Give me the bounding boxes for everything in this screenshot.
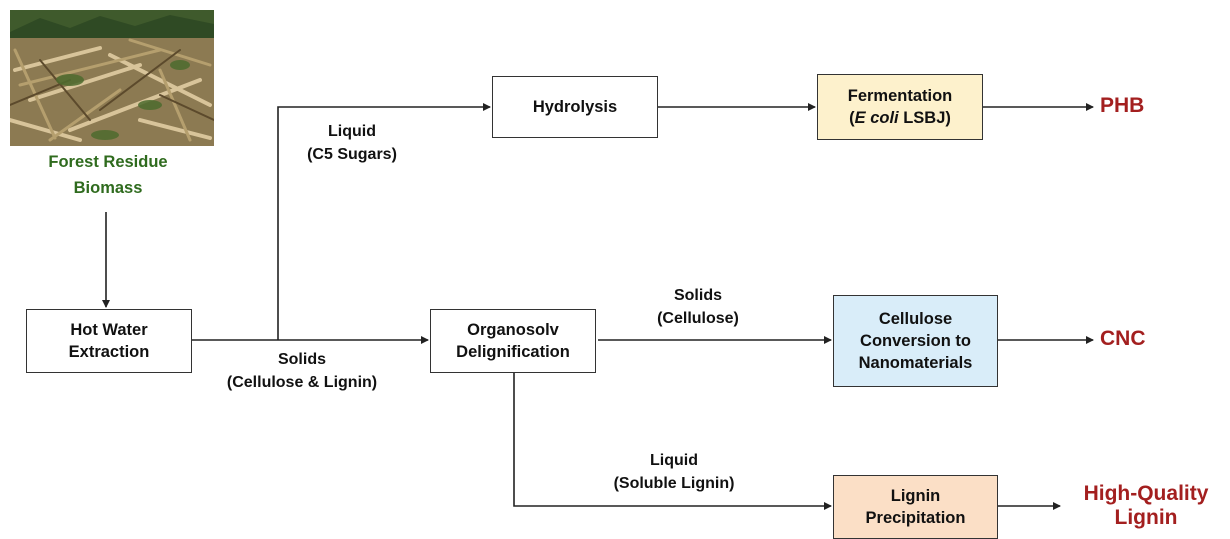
feedstock-line-2: Biomass: [73, 178, 143, 197]
feedstock-line-1: Forest Residue: [48, 153, 168, 171]
strain-name: LSBJ): [898, 109, 951, 127]
label-line: Liquid: [328, 123, 376, 140]
box-line: Extraction: [68, 343, 150, 361]
product-line: High-Quality: [1083, 482, 1209, 505]
organism-name: E coli: [854, 109, 899, 127]
arrow-extraction-to-hydrolysis: [277, 103, 491, 340]
box-line: Delignification: [456, 343, 570, 361]
cellulose-conversion-box: Cellulose Conversion to Nanomaterials: [833, 295, 998, 387]
box-line: (E coli LSBJ): [849, 107, 951, 129]
box-line: Conversion to: [860, 331, 971, 350]
liquid-soluble-lignin-label: Liquid (Soluble Lignin): [586, 449, 762, 495]
box-line: Fermentation: [847, 86, 953, 105]
label-line: Solids: [673, 287, 722, 304]
arrow-organosolv-to-lignin: [513, 373, 832, 510]
solids-cellulose-label: Solids (Cellulose): [628, 284, 768, 330]
paren-open: (: [849, 109, 855, 127]
lignin-precipitation-box: Lignin Precipitation: [833, 475, 998, 539]
box-line: Nanomaterials: [858, 354, 973, 373]
label-line: (Cellulose & Lignin): [226, 374, 378, 392]
fermentation-box: Fermentation (E coli LSBJ): [817, 74, 983, 140]
hydrolysis-box: Hydrolysis: [492, 76, 658, 138]
box-line: Lignin: [890, 486, 941, 505]
label-line: (Soluble Lignin): [613, 475, 735, 493]
organosolv-delignification-box: Organosolv Delignification: [430, 309, 596, 373]
box-line: Organosolv: [467, 320, 559, 339]
product-high-quality-lignin: High-Quality Lignin: [1066, 482, 1226, 530]
product-cnc: CNC: [1100, 327, 1146, 350]
feedstock-label: Forest Residue Biomass: [18, 150, 198, 201]
label-line: (Cellulose): [657, 310, 739, 328]
label-line: Solids: [277, 351, 326, 368]
box-line: Hot Water: [70, 320, 148, 339]
box-line: Cellulose: [878, 309, 953, 328]
product-phb: PHB: [1100, 94, 1145, 117]
label-line: (C5 Sugars): [307, 146, 397, 164]
label-line: Liquid: [650, 452, 698, 469]
hot-water-extraction-box: Hot Water Extraction: [26, 309, 192, 373]
forest-residue-photo: [10, 10, 214, 146]
liquid-c5-sugars-label: Liquid (C5 Sugars): [286, 120, 418, 166]
solids-cellulose-lignin-label: Solids (Cellulose & Lignin): [196, 348, 408, 394]
product-line: Lignin: [1114, 506, 1178, 530]
box-line: Hydrolysis: [532, 97, 618, 116]
box-line: Precipitation: [865, 509, 966, 527]
